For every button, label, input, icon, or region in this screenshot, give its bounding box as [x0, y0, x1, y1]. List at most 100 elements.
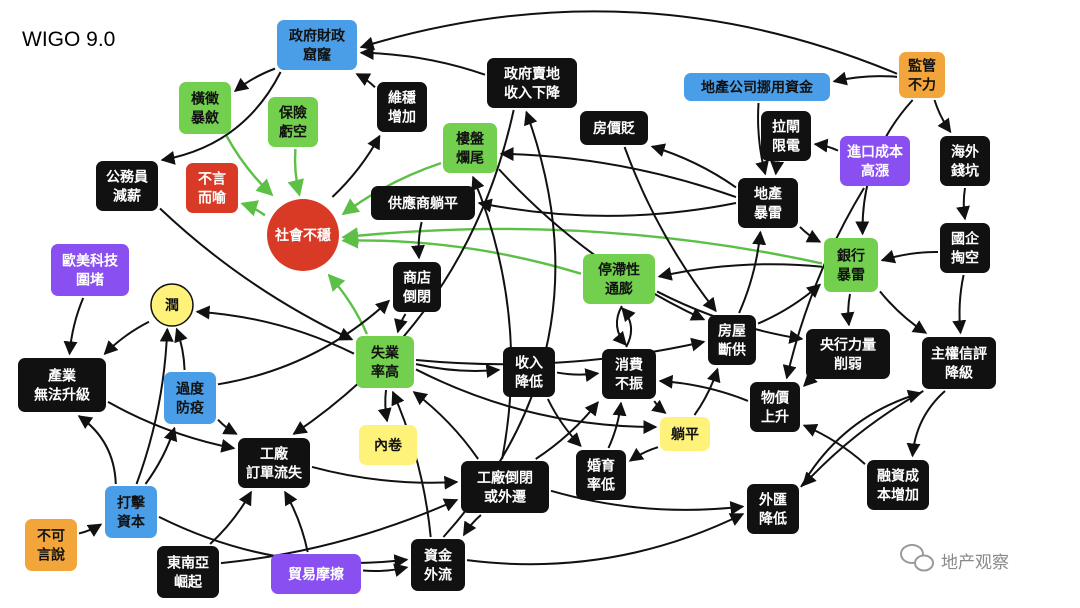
edge-reboom-to-supplier — [477, 198, 737, 217]
diagram-title: WIGO 9.0 — [22, 28, 115, 51]
edge-housedrop-to-housesupply — [623, 146, 717, 313]
node-unemploy-label: 失業 — [371, 345, 400, 362]
edge-lieflat-to-birthrate — [628, 446, 659, 462]
node-consume-label: 消費 — [615, 357, 643, 374]
edge-land-to-fiscal — [359, 45, 486, 76]
edge-housesupply-to-reboom — [738, 230, 767, 314]
node-consume-shape — [602, 349, 656, 399]
node-shopclose-shape — [393, 262, 441, 312]
node-supplier: 供應商躺平 — [371, 186, 475, 220]
node-birthrate-label: 率低 — [587, 477, 615, 494]
node-fxdrop-shape — [747, 484, 799, 534]
edge-unrest-to-unspeak — [240, 200, 266, 217]
node-orderloss-label: 訂單流失 — [246, 465, 303, 482]
node-cbweak-shape — [806, 329, 890, 379]
edge-unemploy-to-lieflat — [415, 368, 658, 435]
edge-stability-to-fiscal — [355, 73, 376, 89]
node-sea-label: 崛起 — [174, 574, 203, 591]
edges-layer — [63, 10, 970, 577]
edge-prices-to-consume — [658, 374, 749, 402]
edge-lieflat-to-housesupply — [693, 367, 721, 416]
edge-financecost-to-prices — [802, 423, 866, 465]
node-involution: 內卷 — [359, 425, 417, 465]
node-land-label: 政府賣地 — [504, 66, 560, 83]
node-factoryclose-label: 工廠倒閉 — [477, 470, 533, 487]
wechat-icon — [900, 544, 934, 572]
edge-bankboom-to-cbweak — [840, 293, 855, 327]
edge-stagflation-to-unrest — [341, 231, 582, 275]
edge-heavytax-to-unrest — [225, 135, 274, 197]
node-unemploy-shape — [356, 336, 414, 388]
node-run-label: 潤 — [165, 298, 179, 314]
node-importcost-label: 進口成本 — [847, 144, 904, 161]
edge-fiscal-to-civilpay — [160, 71, 282, 165]
node-run: 潤 — [150, 283, 194, 327]
node-unrest-label: 社會不穩 — [274, 227, 331, 244]
node-prices-shape — [750, 382, 800, 432]
edge-overseas-to-soe — [956, 187, 970, 221]
node-stagflation-shape — [583, 254, 655, 304]
node-techblock-label: 圍堵 — [76, 272, 104, 289]
node-soe-shape — [940, 223, 990, 273]
edge-reboom-to-bankboom — [799, 226, 822, 243]
node-tradefriction-shape — [271, 554, 361, 594]
node-supplier-label: 供應商躺平 — [387, 195, 458, 212]
node-capitalflight-shape — [411, 539, 465, 591]
node-reboom-label: 暴雷 — [753, 205, 782, 222]
node-income-shape — [503, 347, 555, 397]
edge-consume-to-lieflat — [651, 399, 667, 414]
node-housedrop-label: 房價貶 — [593, 120, 635, 137]
node-soe-label: 掏空 — [951, 250, 979, 267]
node-fxdrop-label: 外匯 — [759, 492, 787, 509]
edge-unemploy-to-income — [415, 363, 501, 379]
node-devfund-label: 地產公司挪用資金 — [701, 79, 814, 96]
edge-consume-to-stagflation — [621, 306, 636, 348]
node-orderloss-shape — [238, 438, 310, 488]
node-income-label: 收入 — [515, 355, 543, 372]
edge-tradefriction-to-orderloss — [284, 490, 309, 553]
edge-income-to-birthrate — [546, 398, 582, 448]
node-powercut-label: 限電 — [772, 138, 800, 155]
edge-factoryclose-to-capitalflight — [462, 514, 482, 537]
edge-fiscal-to-heavytax — [233, 67, 276, 92]
node-capitalflight-label: 資金 — [424, 548, 453, 565]
edge-techblock-to-noupgrade — [63, 297, 85, 356]
edge-hitcapital-to-overcovid — [144, 426, 178, 485]
node-noupgrade-shape — [18, 358, 106, 412]
node-housedrop-shape — [580, 111, 648, 145]
edge-unemploy-to-run — [195, 305, 355, 355]
node-noupgrade-label: 產業 — [47, 368, 77, 385]
edge-unrest-to-stability — [331, 134, 381, 198]
edge-soe-to-sovereign — [952, 274, 967, 335]
node-unfinished-label: 樓盤 — [456, 131, 485, 148]
edge-housesupply-to-bankboom — [757, 283, 822, 325]
node-unspeak-shape — [186, 163, 238, 213]
node-stability-label: 增加 — [388, 109, 416, 126]
node-unrest-shape — [267, 199, 339, 271]
edge-stagflation-to-consume — [612, 305, 627, 347]
node-cbweak-label: 削弱 — [834, 356, 862, 373]
node-factoryclose-shape — [461, 461, 549, 513]
node-lieflat-label: 躺平 — [671, 426, 699, 443]
node-civilpay-label: 減薪 — [113, 188, 141, 205]
node-insurance-shape — [268, 97, 318, 147]
node-lieflat: 躺平 — [660, 417, 710, 451]
